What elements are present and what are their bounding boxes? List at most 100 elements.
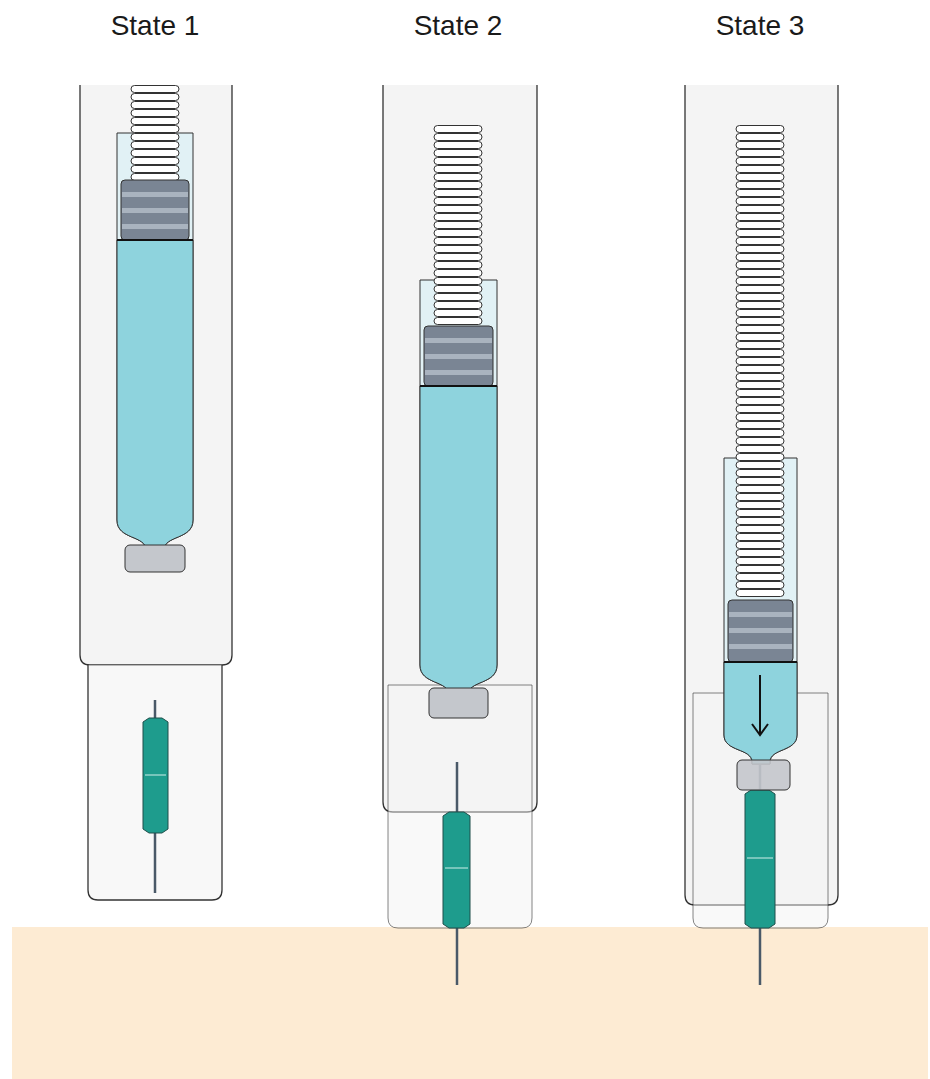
skin: [12, 927, 928, 1079]
spring-coil: [736, 398, 784, 405]
spring-coil: [131, 174, 179, 181]
spring: [736, 126, 784, 597]
stopper-rib: [425, 354, 492, 359]
medication: [117, 240, 193, 552]
spring-coil: [736, 454, 784, 461]
spring-coil: [736, 278, 784, 285]
spring-coil: [434, 318, 482, 325]
spring-coil: [736, 494, 784, 501]
spring-coil: [434, 294, 482, 301]
syringe-barrel: [420, 280, 497, 697]
spring-coil: [736, 254, 784, 261]
spring-coil: [736, 206, 784, 213]
stopper-rib: [425, 370, 492, 375]
needle-septum: [737, 760, 790, 790]
spring-coil: [736, 238, 784, 245]
medication: [420, 386, 497, 697]
stopper-rib: [122, 208, 188, 213]
spring-coil: [736, 566, 784, 573]
spring-coil: [131, 142, 179, 149]
spring-coil: [131, 94, 179, 101]
spring-coil: [736, 166, 784, 173]
stopper-rib: [729, 628, 792, 633]
spring-coil: [736, 182, 784, 189]
spring-coil: [736, 334, 784, 341]
spring-coil: [736, 294, 784, 301]
stopper: [728, 600, 793, 662]
hub-line: [145, 775, 166, 776]
stopper-ribs: [729, 612, 792, 649]
spring-coil: [736, 486, 784, 493]
spring-coil: [736, 502, 784, 509]
spring: [434, 126, 482, 325]
spring-coil: [736, 470, 784, 477]
spring-coil: [736, 446, 784, 453]
stopper-rib: [729, 612, 792, 617]
stopper-rib: [729, 644, 792, 649]
spring-coil: [736, 510, 784, 517]
spring-coil: [736, 142, 784, 149]
spring-coil: [434, 150, 482, 157]
spring-coil: [131, 118, 179, 125]
spring-coil: [736, 230, 784, 237]
housing: [80, 85, 232, 665]
spring-coil: [736, 358, 784, 365]
stopper-ribs: [425, 338, 492, 375]
spring-coil: [736, 382, 784, 389]
stopper-ribs: [122, 192, 188, 229]
spring-coil: [736, 414, 784, 421]
spring-coil: [736, 286, 784, 293]
spring-coil: [434, 198, 482, 205]
spring-coil: [434, 238, 482, 245]
spring-coil: [434, 278, 482, 285]
spring-coil: [736, 374, 784, 381]
spring-coil: [434, 182, 482, 189]
spring-coil: [736, 422, 784, 429]
spring-coil: [736, 574, 784, 581]
spring-coil: [434, 310, 482, 317]
injector-state-2: [383, 85, 537, 985]
spring-coil: [131, 158, 179, 165]
spring-coil: [736, 270, 784, 277]
stopper: [424, 326, 493, 386]
motion-arrow: [759, 675, 761, 734]
spring-coil: [434, 126, 482, 133]
spring-coil: [736, 350, 784, 357]
spring-coil: [434, 206, 482, 213]
syringe-barrel: [724, 458, 797, 764]
spring-coil: [434, 270, 482, 277]
spring-coil: [736, 326, 784, 333]
spring-coil: [736, 390, 784, 397]
spring-coil: [736, 526, 784, 533]
spring-coil: [434, 246, 482, 253]
spring-coil: [736, 246, 784, 253]
spring-coil: [736, 518, 784, 525]
medication: [724, 662, 797, 764]
spring-coil: [434, 158, 482, 165]
spring-coil: [434, 262, 482, 269]
spring-coil: [736, 190, 784, 197]
spring-coil: [736, 174, 784, 181]
stopper-rib: [425, 338, 492, 343]
injector-state-3: [685, 85, 838, 985]
state-label: State 1: [111, 10, 200, 42]
spring: [131, 86, 179, 181]
spring-coil: [131, 134, 179, 141]
state-label: State 2: [414, 10, 503, 42]
spring-coil: [131, 150, 179, 157]
needle-hub: [143, 718, 168, 833]
spring-coil: [736, 582, 784, 589]
spring-coil: [434, 166, 482, 173]
syringe-barrel: [117, 133, 193, 552]
spring-coil: [736, 126, 784, 133]
stopper-rib: [122, 224, 188, 229]
needle-shield: [88, 665, 222, 900]
spring-coil: [736, 158, 784, 165]
needle-hub: [745, 790, 775, 928]
state-label: State 3: [716, 10, 805, 42]
spring-coil: [736, 318, 784, 325]
spring-coil: [736, 198, 784, 205]
spring-coil: [736, 542, 784, 549]
spring-coil: [736, 134, 784, 141]
